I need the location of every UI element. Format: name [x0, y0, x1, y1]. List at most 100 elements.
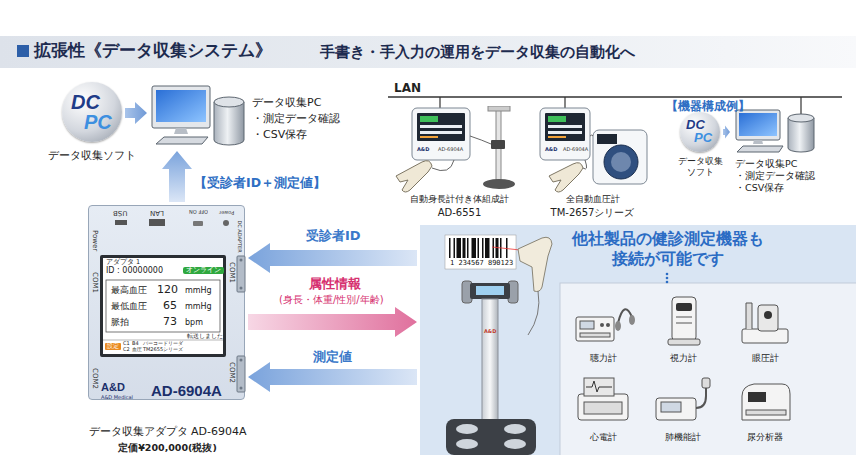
illustration-part [491, 140, 505, 149]
edge-label: 測定値 [313, 349, 352, 365]
node-text: データ収集アダプタ AD-6904A [75, 425, 260, 438]
illustration-part [584, 402, 622, 414]
illustration-part [666, 273, 669, 276]
illustration-part [615, 321, 621, 331]
illustration-part [106, 280, 220, 332]
node-text: PC [84, 111, 112, 134]
illustration-part [240, 259, 243, 262]
illustration-part [456, 424, 478, 434]
illustration-part [214, 97, 244, 107]
label-text: 手書き・手入力の運用をデータ収集の自動化へ [320, 43, 635, 61]
node-text: C1 [123, 341, 130, 347]
node-text: 転送しました [187, 333, 223, 339]
illustration-part [590, 135, 593, 136]
illustration-part [115, 220, 127, 225]
illustration-part [470, 136, 491, 144]
illustration-part [548, 116, 566, 122]
illustration-part [482, 299, 498, 423]
illustration-part [578, 394, 628, 420]
illustration-part [748, 392, 766, 402]
illustration-part [449, 238, 451, 258]
illustration-part [549, 163, 583, 192]
node-text: 心電計 [566, 432, 640, 443]
software-logo: DCPCデータ収集ソフト [62, 82, 122, 142]
block-arrow [723, 126, 730, 139]
port-label: COM2 [227, 362, 234, 383]
node-text: ID : 00000000 [106, 267, 163, 276]
illustration-part [576, 317, 614, 341]
illustration-part [174, 128, 188, 134]
illustration-part [666, 277, 669, 280]
block-arrow [248, 362, 417, 392]
illustration-part [156, 90, 206, 122]
label-text: A&D [417, 146, 429, 152]
illustration-part [446, 419, 536, 455]
node-text: 最高血圧 [111, 286, 147, 296]
node-text: 65 [163, 300, 177, 312]
device-item: 心電計 [566, 372, 645, 446]
illustration-part [149, 219, 165, 226]
illustration-part [736, 110, 780, 140]
port-label: COM2 [90, 368, 97, 389]
node-text: ・CSV保存 [735, 182, 784, 193]
illustration-part [672, 297, 696, 341]
node-text: ・測定データ確認 [252, 112, 340, 125]
illustration-part [493, 238, 495, 258]
illustration-part [237, 356, 245, 392]
illustration-part [604, 145, 638, 179]
illustration-part [240, 387, 243, 390]
illustration-part [764, 311, 772, 319]
illustration-part [412, 108, 470, 160]
node-text: 120 [157, 284, 178, 296]
edge-label: 受診者ID [306, 228, 361, 244]
node-text: 最低血圧 [111, 302, 147, 312]
illustration-part [629, 315, 635, 325]
device-group: 自動身長計付き体組成計AD-6551 [392, 106, 532, 220]
illustration-part [528, 291, 539, 335]
illustration-part [462, 281, 472, 303]
illustration-part [488, 106, 510, 111]
illustration-part [560, 283, 856, 455]
node-text: DC [71, 91, 100, 114]
illustration-part [518, 237, 552, 291]
illustration-part [485, 238, 490, 258]
illustration-part [742, 329, 788, 343]
illustration-part [396, 161, 432, 192]
adapter-body: AD-6904Aデータ収集アダプタ AD-6904A定価¥200,000(税抜)… [88, 205, 245, 400]
node-text: TM-2657シリーズ [535, 207, 650, 219]
illustration-part [702, 378, 710, 388]
illustration-part [580, 333, 610, 337]
device-item: 眼圧計 [728, 293, 807, 367]
node-text: 聴力計 [566, 353, 640, 364]
illustration-part [540, 108, 590, 160]
illustration-part [156, 137, 208, 144]
illustration-part [420, 136, 438, 138]
illustration-part [753, 140, 763, 144]
illustration-part [666, 281, 669, 284]
illustration-part [583, 160, 587, 169]
port-label: LAN [150, 209, 164, 216]
node-text: 視力計 [646, 353, 720, 364]
block-arrow [162, 151, 192, 202]
illustration-part [476, 286, 504, 295]
port-label: Power [91, 229, 98, 250]
node-text: 尿分析器 [728, 432, 802, 443]
illustration-part [746, 303, 752, 329]
illustration-part [456, 439, 478, 449]
edge-label: 【受診者ID＋測定値】 [194, 175, 326, 190]
illustration-part [445, 235, 516, 269]
illustration-part [788, 114, 814, 122]
illustration-part [240, 359, 243, 362]
illustration-part [600, 323, 604, 327]
block-arrow [248, 307, 417, 337]
node-text: 全自動血圧計 [535, 194, 650, 205]
illustration-part [548, 125, 582, 128]
illustration-part [676, 317, 692, 318]
illustration-part [439, 97, 440, 108]
device-group: 全自動血圧計 TM-2657シリーズ [535, 106, 655, 220]
illustration-part [611, 152, 631, 172]
illustration-part [586, 381, 612, 392]
illustration-part [496, 110, 501, 180]
node-text: 脈拍 [111, 318, 129, 328]
